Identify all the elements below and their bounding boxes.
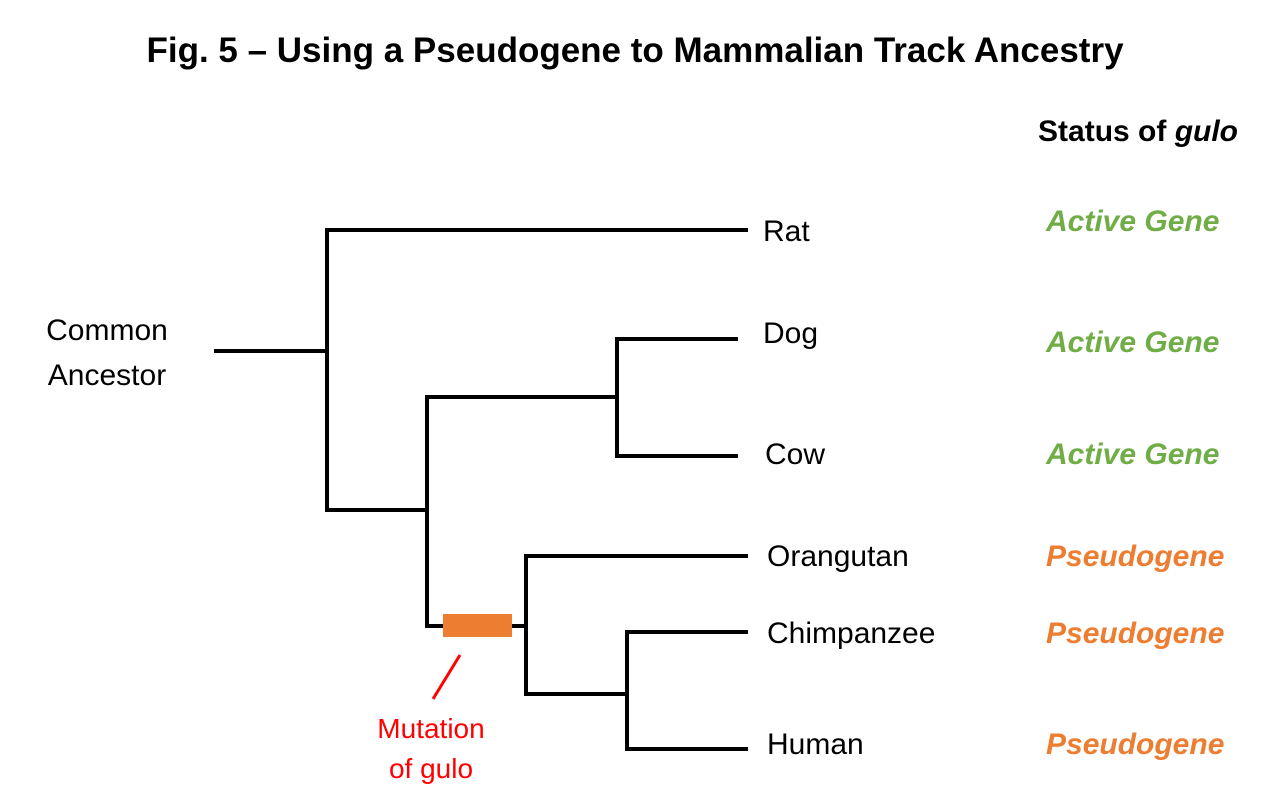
taxon-label-human: Human xyxy=(767,728,864,761)
mutation-label-line1: Mutation xyxy=(377,713,484,744)
mutation-marker xyxy=(443,614,512,637)
root-label-line2: Ancestor xyxy=(48,359,166,392)
taxon-label-dog: Dog xyxy=(763,317,818,350)
status-chimpanzee: Pseudogene xyxy=(1046,617,1224,650)
figure-title: Fig. 5 – Using a Pseudogene to Mammalian… xyxy=(146,31,1124,70)
tree-branches xyxy=(214,228,748,751)
mutation-pointer-line xyxy=(431,654,462,700)
status-orangutan: Pseudogene xyxy=(1046,540,1224,573)
taxon-label-cow: Cow xyxy=(765,438,825,471)
status-human: Pseudogene xyxy=(1046,728,1224,761)
taxon-label-chimpanzee: Chimpanzee xyxy=(767,617,935,650)
status-column-header: Status of gulo xyxy=(1038,115,1238,148)
status-cow: Active Gene xyxy=(1045,438,1219,471)
status-header-prefix: Status of xyxy=(1038,115,1175,148)
status-dog: Active Gene xyxy=(1045,326,1219,359)
root-label-line1: Common xyxy=(46,314,168,347)
taxon-label-rat: Rat xyxy=(763,215,810,248)
taxon-label-orangutan: Orangutan xyxy=(767,540,909,573)
mutation-label-line2: of gulo xyxy=(389,753,473,784)
status-rat: Active Gene xyxy=(1045,205,1219,238)
status-header-gene: gulo xyxy=(1174,115,1238,148)
